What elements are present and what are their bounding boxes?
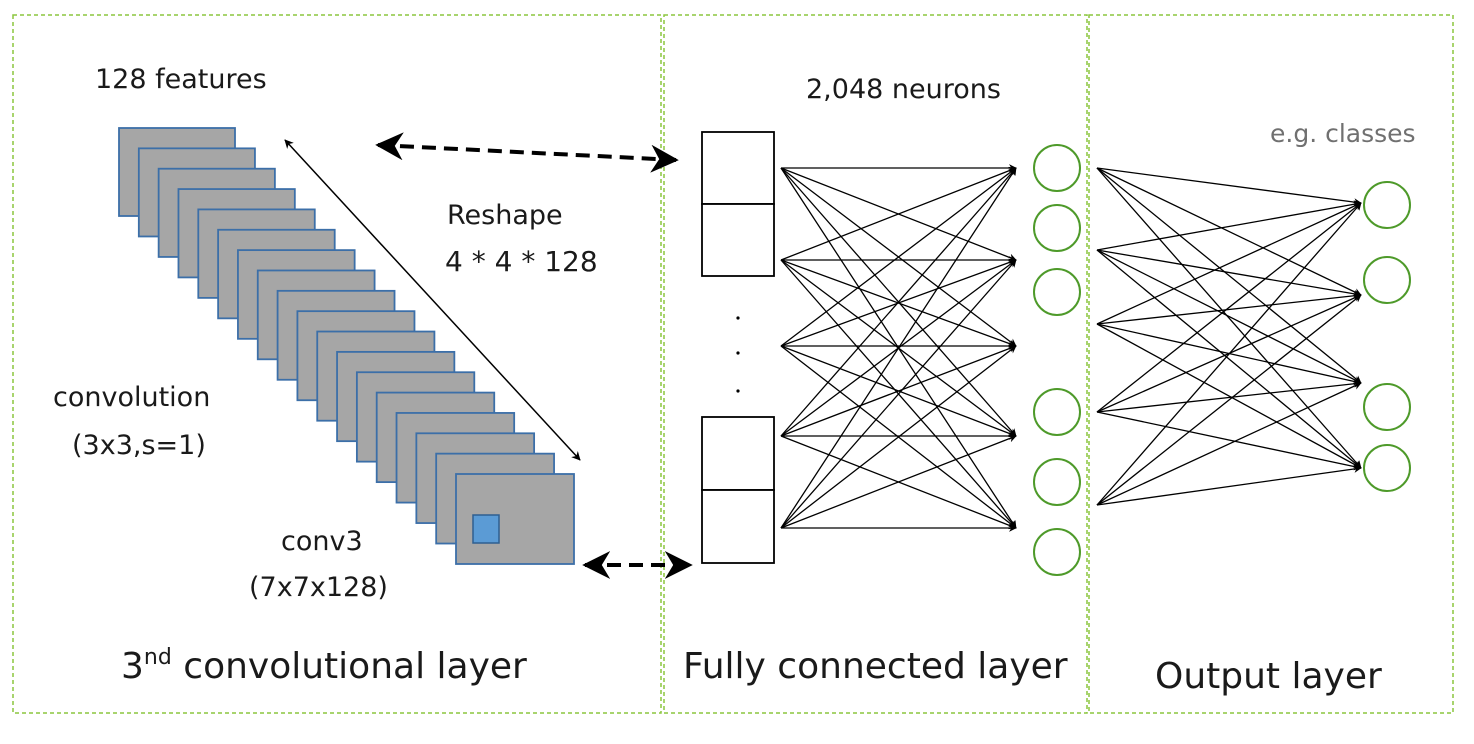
output-neuron [1363, 181, 1411, 229]
ellipsis-dot [736, 351, 740, 355]
connection-edge [1096, 294, 1362, 506]
connection-edge [780, 167, 1017, 529]
connection-edge [1096, 291, 1362, 325]
reshape-arrow-top [375, 132, 679, 173]
connection-edge [1096, 249, 1362, 469]
output-neuron [1363, 256, 1411, 304]
connection-edge [1096, 382, 1362, 506]
layer-name-label: conv3 [281, 526, 363, 557]
connection-edge [780, 345, 1017, 529]
connection-edge [1096, 379, 1362, 413]
connection-edge [1096, 465, 1362, 506]
convolution-params-label: (3x3,s=1) [72, 430, 206, 461]
connection-edge [780, 258, 1017, 347]
connection-edge [780, 166, 1017, 261]
fc-layer-title: Fully connected layer [683, 646, 1068, 687]
connection-edge [1096, 249, 1362, 298]
fc-neuron [1033, 388, 1081, 436]
flatten-cell [701, 416, 775, 491]
connection-edge [1096, 202, 1362, 413]
connection-edge [1096, 167, 1362, 384]
fc-neuron [1033, 268, 1081, 316]
ellipsis-dot [736, 316, 740, 320]
neurons-label: 2,048 neurons [806, 74, 1001, 105]
convolution-label: convolution [53, 382, 210, 413]
connection-edge [1096, 200, 1362, 251]
connection-edge [1096, 249, 1362, 384]
connection-edge [1096, 167, 1362, 296]
flatten-cell [701, 203, 775, 277]
ellipsis-dot [736, 389, 740, 393]
stack-depth-arrow [284, 139, 581, 461]
fc-neuron [1033, 204, 1081, 252]
fc-connections [780, 164, 1017, 532]
connection-edge [1096, 202, 1362, 325]
fc-neuron [1033, 528, 1081, 576]
fc-neuron [1033, 144, 1081, 192]
neuron-groups [1033, 144, 1411, 576]
layer-shape-label: (7x7x128) [249, 572, 388, 603]
output-layer-panel [1088, 14, 1454, 714]
output-neuron [1363, 383, 1411, 431]
output-connections [1096, 167, 1362, 506]
conv-layer-title: 3nd convolutional layer [121, 645, 527, 687]
conv-layer-panel [12, 14, 662, 714]
connection-edge [780, 344, 1017, 437]
connection-edge [780, 259, 1017, 529]
output-layer-title: Output layer [1155, 656, 1382, 697]
connection-edge [780, 167, 1017, 437]
connection-edge [1096, 323, 1362, 469]
connection-edge [780, 434, 1017, 529]
connection-edge [1096, 411, 1362, 471]
flatten-cell [701, 489, 775, 564]
feature-map-stack [118, 127, 575, 565]
reshape-dims-label: 4 * 4 * 128 [445, 245, 598, 278]
connection-edge [1096, 167, 1362, 206]
connection-edge [780, 167, 1017, 347]
connection-edge [1096, 167, 1362, 469]
conv-kernel [472, 514, 500, 544]
output-neuron [1363, 444, 1411, 492]
reshape-label: Reshape [447, 200, 563, 231]
output-note-label: e.g. classes [1270, 119, 1416, 148]
features-label: 128 features [95, 64, 267, 95]
flatten-cell [701, 131, 775, 205]
connection-edge [1096, 202, 1362, 506]
fc-layer-panel [663, 14, 1088, 714]
fc-neuron [1033, 458, 1081, 506]
